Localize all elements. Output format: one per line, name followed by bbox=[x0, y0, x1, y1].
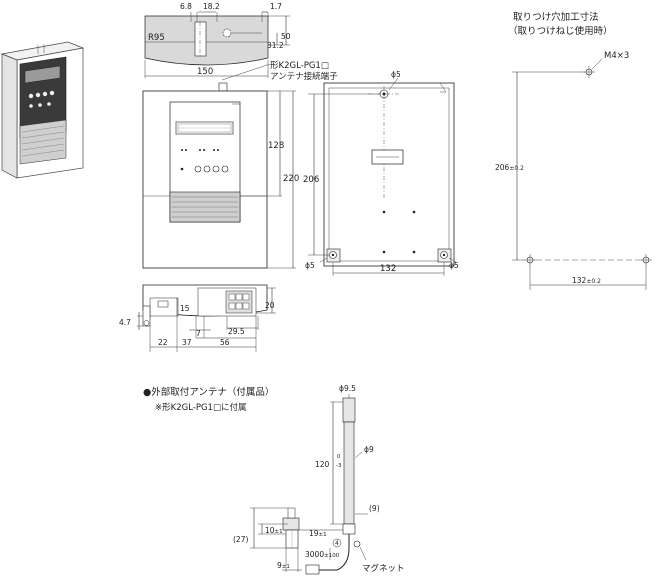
mounting-subtitle: （取りつけねじ使用時） bbox=[508, 25, 613, 37]
antenna-paren-27: (27) bbox=[233, 535, 248, 544]
dim-22: 22 bbox=[158, 338, 168, 347]
antenna-heading: ●外部取付アンテナ（付属品） bbox=[143, 386, 274, 398]
dim-29-5: 29.5 bbox=[228, 327, 245, 336]
antenna-length-tol-minus: -3 bbox=[336, 463, 342, 469]
antenna-dim-10: 10±1 bbox=[265, 526, 283, 535]
antenna-dia-9: ϕ9 bbox=[364, 445, 374, 454]
back-hole-top: ϕ5 bbox=[391, 70, 401, 79]
dim-56: 56 bbox=[220, 338, 230, 347]
antenna-cable-length: 3000±100 bbox=[305, 550, 340, 559]
dim-220: 220 bbox=[283, 174, 299, 184]
back-view: ϕ5 206 ϕ5 ϕ5 132 bbox=[303, 70, 459, 276]
antenna-paren-9: (9) bbox=[369, 504, 380, 513]
mounting-screw-size: M4×3 bbox=[604, 51, 629, 61]
back-hole-bottom-left: ϕ5 bbox=[305, 261, 315, 270]
back-hole-bottom-right: ϕ5 bbox=[449, 261, 459, 270]
dim-37: 37 bbox=[182, 338, 192, 347]
product-perspective-illustration bbox=[0, 41, 85, 179]
dim-1-7: 1.7 bbox=[270, 2, 282, 11]
antenna-terminal-note-1: 形K2GL-PG1□ bbox=[270, 61, 329, 71]
dim-150: 150 bbox=[197, 67, 213, 77]
mounting-vertical-dim: 206±0.2 bbox=[495, 163, 524, 172]
dim-r95: R95 bbox=[148, 33, 165, 43]
antenna-dim-19: 19±1 bbox=[309, 529, 327, 538]
dim-18-2: 18.2 bbox=[203, 2, 220, 11]
bottom-view: 4.7 15 20 7 29.5 22 37 56 bbox=[119, 284, 276, 352]
dim-6-8: 6.8 bbox=[180, 2, 192, 11]
dim-7: 7 bbox=[196, 329, 201, 338]
antenna-dim-9: 9±1 bbox=[277, 561, 290, 570]
magnet-label: マグネット bbox=[362, 563, 405, 574]
antenna-dia-9-5: ϕ9.5 bbox=[339, 384, 356, 393]
dim-31-2: 31.2 bbox=[267, 41, 284, 50]
dim-50: 50 bbox=[281, 32, 291, 41]
external-antenna-accessory: ●外部取付アンテナ（付属品） ※形K2GL-PG1□に付属 ϕ9.5 120 0… bbox=[143, 384, 405, 575]
top-view: 6.8 18.2 1.7 R95 50 31.2 150 形K2GL-PG1□ … bbox=[144, 2, 338, 82]
antenna-length-120: 120 bbox=[315, 460, 330, 469]
antenna-terminal-note-2: アンテナ接続端子 bbox=[270, 71, 338, 82]
dim-4-7: 4.7 bbox=[119, 318, 131, 327]
dim-128: 128 bbox=[268, 141, 284, 151]
dim-206: 206 bbox=[303, 175, 319, 185]
mounting-horizontal-dim: 132±0.2 bbox=[572, 276, 601, 285]
mounting-hole-dimensions: 取りつけ穴加工寸法 （取りつけねじ使用時） M4×3 206±0.2 132±0… bbox=[495, 11, 652, 290]
antenna-subnote: ※形K2GL-PG1□に付属 bbox=[155, 402, 247, 413]
antenna-length-tol-plus: 0 bbox=[337, 454, 341, 460]
antenna-circle-4: 4 bbox=[335, 540, 339, 547]
front-view: 128 220 bbox=[142, 82, 299, 269]
dim-132: 132 bbox=[380, 264, 396, 274]
mounting-title: 取りつけ穴加工寸法 bbox=[513, 11, 599, 23]
dim-15: 15 bbox=[180, 304, 190, 313]
dim-20: 20 bbox=[265, 301, 275, 310]
